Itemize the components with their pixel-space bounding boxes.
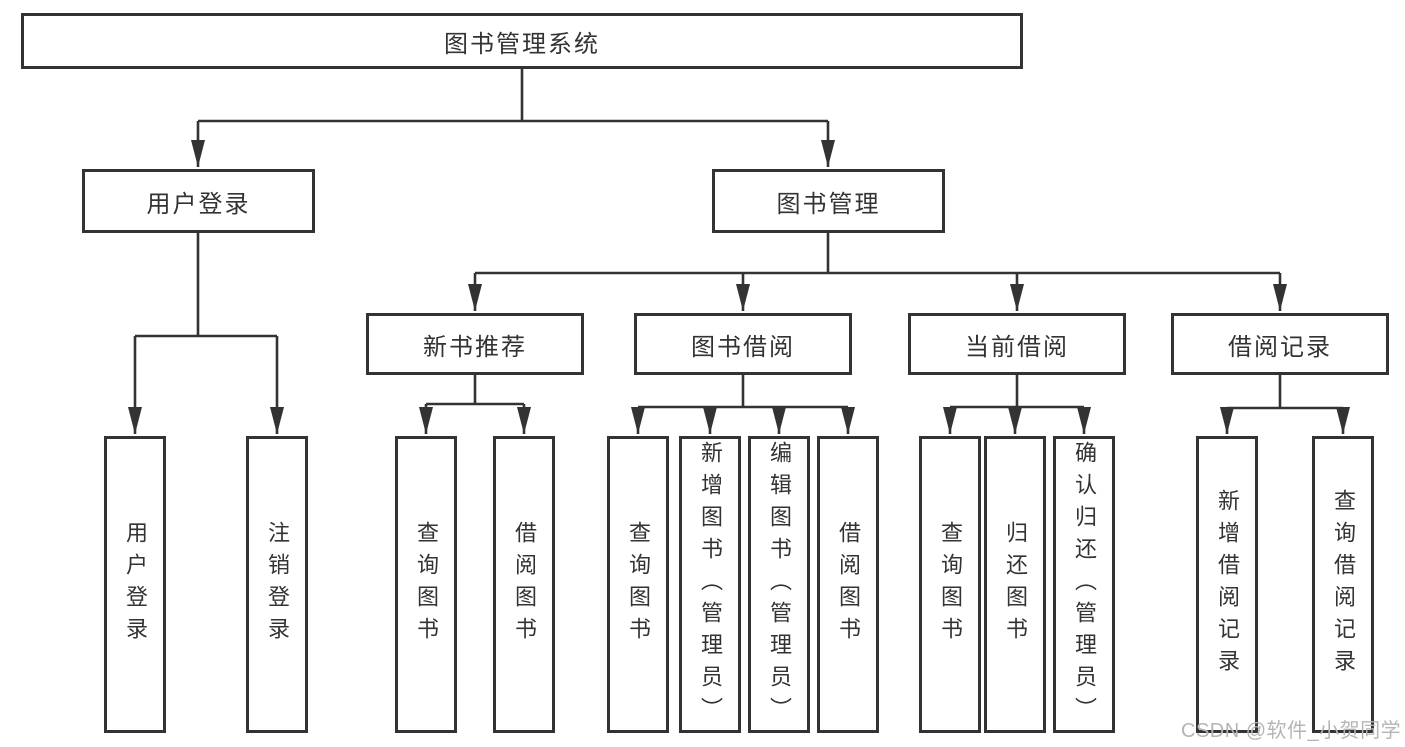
leaf-query-books-current: 查询图书 <box>919 436 981 733</box>
node-borrow-records: 借阅记录 <box>1171 313 1389 375</box>
leaf-return-books: 归还图书 <box>984 436 1046 733</box>
node-book-borrow: 图书借阅 <box>634 313 852 375</box>
node-book-mgmt: 图书管理 <box>712 169 945 233</box>
leaf-borrow-books: 借阅图书 <box>817 436 879 733</box>
leaf-add-borrow-record: 新增借阅记录 <box>1196 436 1258 733</box>
leaf-edit-books-admin: 编辑图书（管理员） <box>748 436 810 733</box>
leaf-user-login: 用户登录 <box>104 436 166 733</box>
leaf-query-books-rec: 查询图书 <box>395 436 457 733</box>
node-user-login: 用户登录 <box>82 169 315 233</box>
leaf-query-books-borrow: 查询图书 <box>607 436 669 733</box>
leaf-borrow-books-rec: 借阅图书 <box>493 436 555 733</box>
leaf-add-books-admin: 新增图书（管理员） <box>679 436 741 733</box>
leaf-confirm-return-admin: 确认归还（管理员） <box>1053 436 1115 733</box>
node-new-book-rec: 新书推荐 <box>366 313 584 375</box>
leaf-query-borrow-record: 查询借阅记录 <box>1312 436 1374 733</box>
node-current-borrow: 当前借阅 <box>908 313 1126 375</box>
watermark: CSDN @软件_小贺同学 <box>1181 720 1402 742</box>
node-root: 图书管理系统 <box>21 13 1023 69</box>
leaf-logout: 注销登录 <box>246 436 308 733</box>
